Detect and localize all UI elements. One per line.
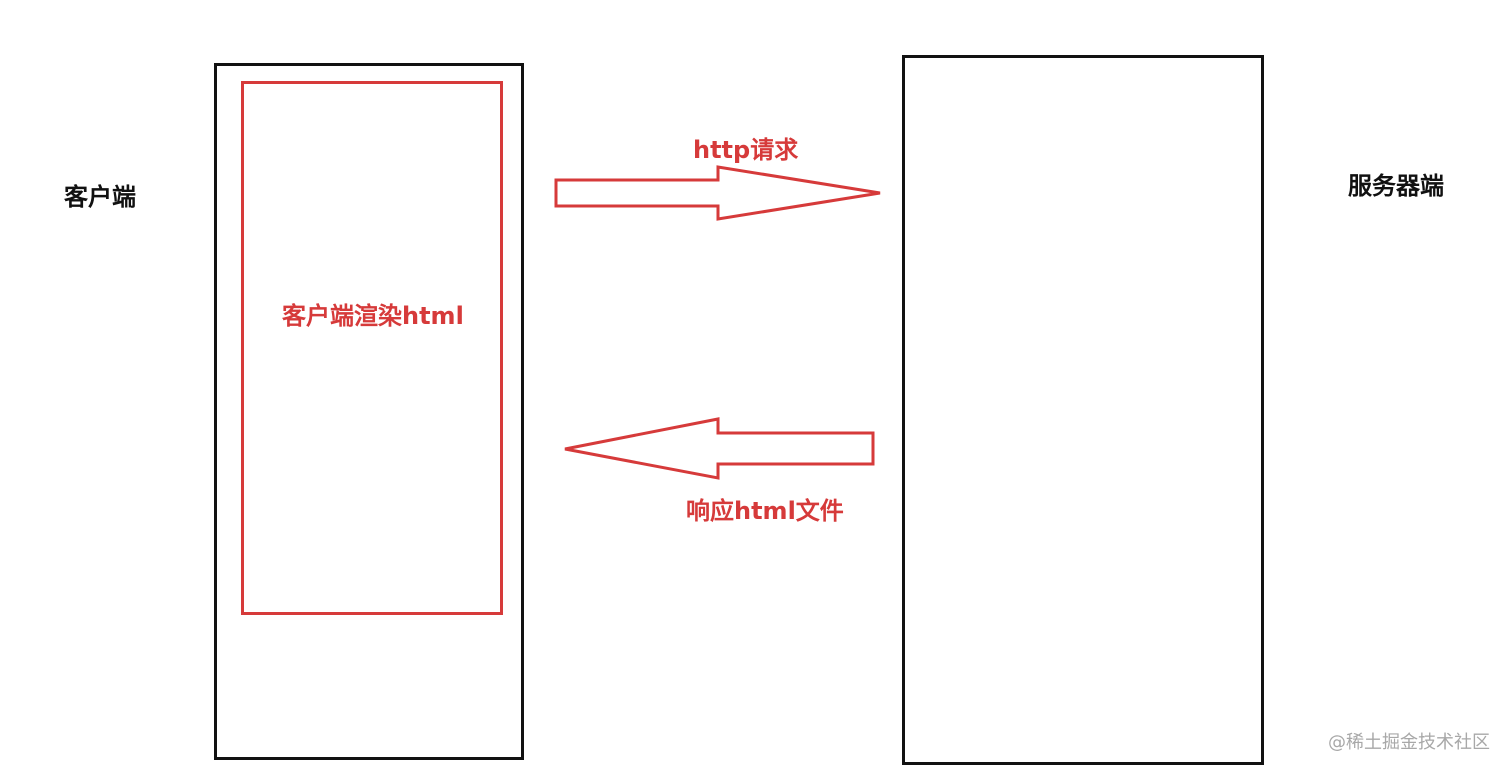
client-label: 客户端 — [64, 183, 136, 211]
server-label: 服务器端 — [1348, 172, 1444, 200]
request-arrow — [554, 165, 881, 221]
client-render-box — [241, 81, 503, 615]
watermark: @稀土掘金技术社区 — [1328, 732, 1490, 753]
server-box — [902, 55, 1264, 765]
request-arrow-label: http请求 — [693, 136, 799, 164]
response-arrow-label: 响应html文件 — [686, 497, 844, 525]
client-render-label: 客户端渲染html — [282, 302, 464, 330]
client-box — [214, 63, 524, 760]
response-arrow — [564, 417, 875, 480]
